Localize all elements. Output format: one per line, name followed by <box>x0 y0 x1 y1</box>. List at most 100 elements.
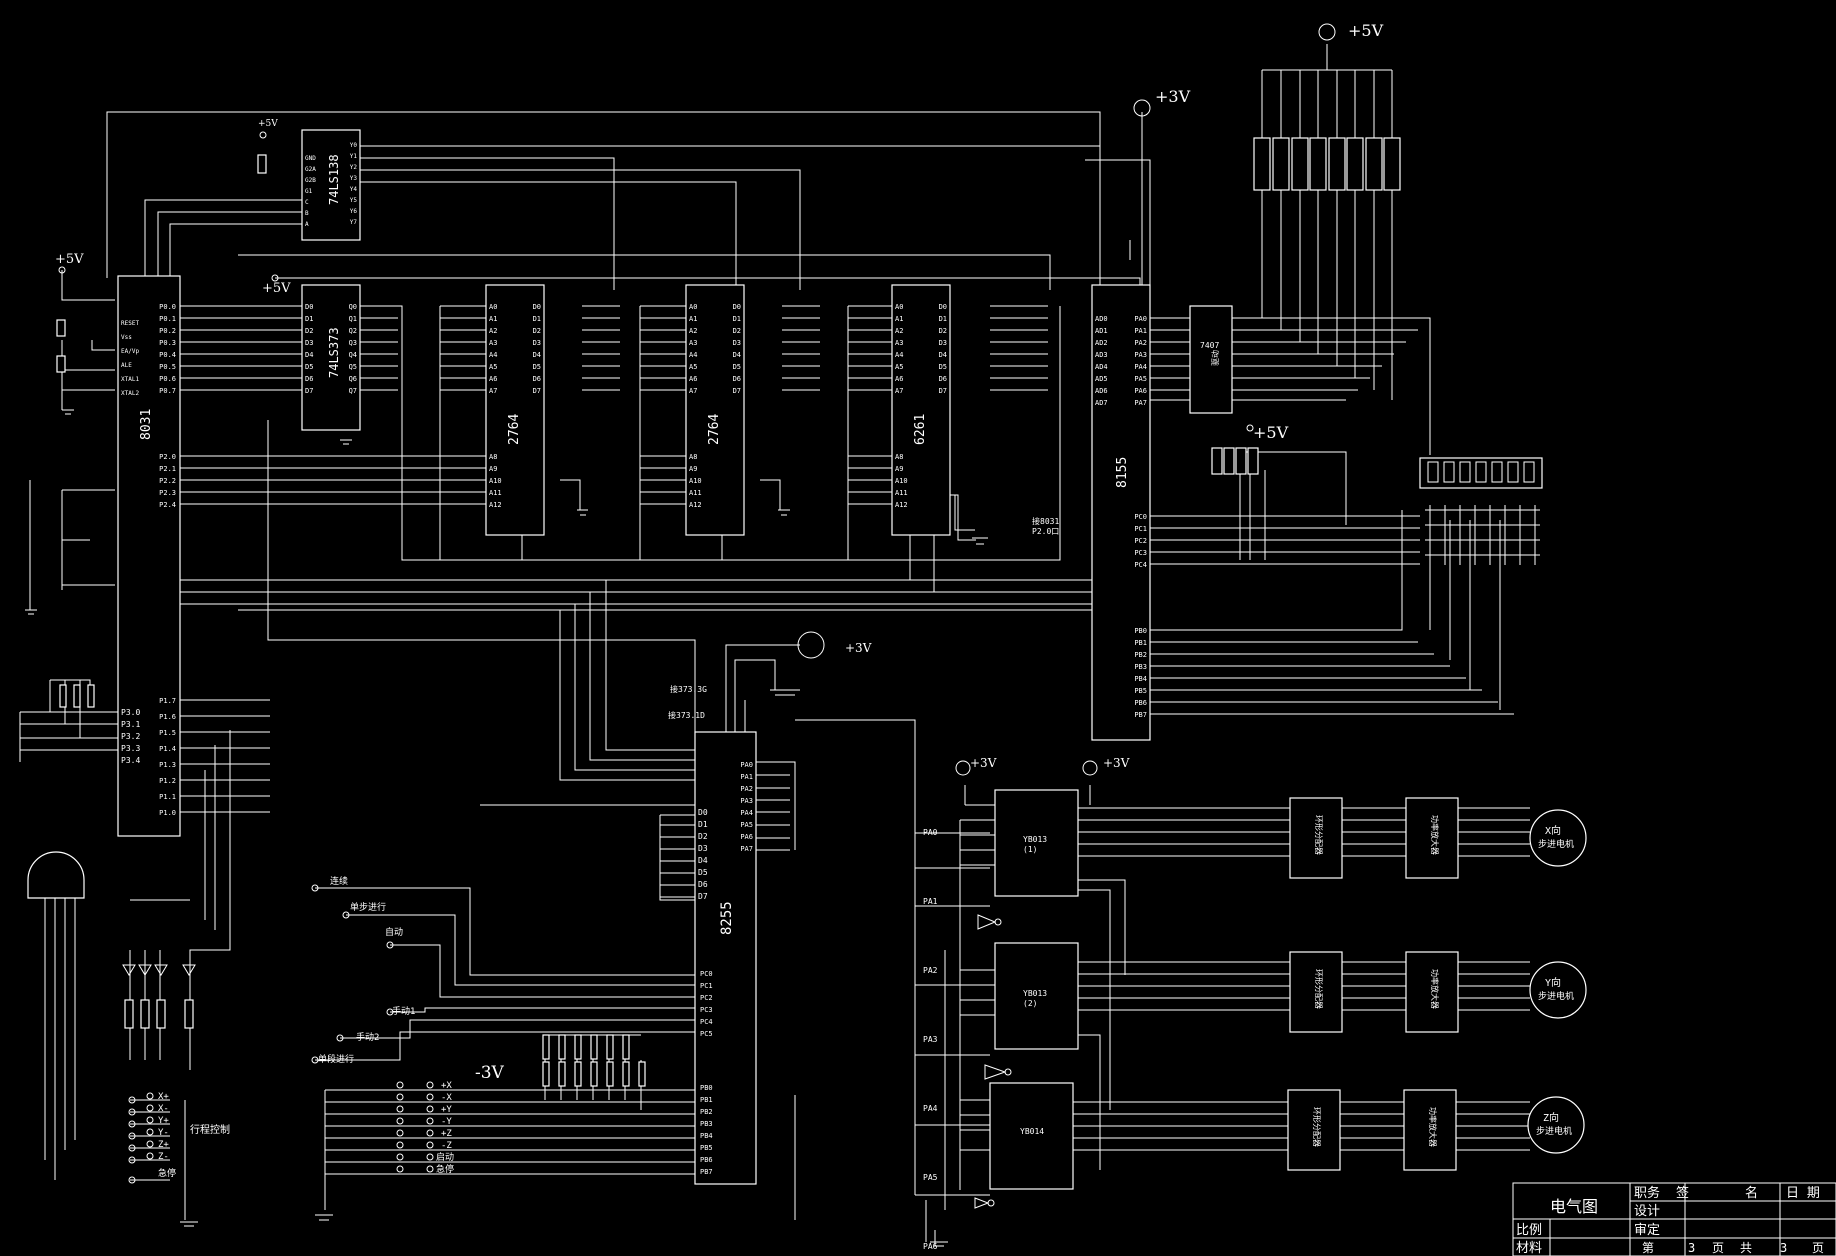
pin-8155-ad-7: AD7 <box>1095 399 1108 407</box>
label-ring-3: YB014 <box>1020 1127 1044 1136</box>
title-block: 电气图 职务 签 名 日 期 设计 审定 比例 材料 第 3 页 共 3 页 <box>1512 1182 1836 1256</box>
supply-3v-8255: +3V <box>845 641 872 655</box>
mode-single-segment: 单段进行 <box>318 1053 354 1065</box>
pin-2764a-alo-5: A5 <box>489 363 497 371</box>
motor-labels: X向 步进电机 Y向 步进电机 Z向 步进电机 环形分配器 环形分配器 环形分配… <box>1312 815 1574 1147</box>
pin-p1-0: P1.7 <box>159 697 176 705</box>
led-group <box>122 964 196 976</box>
pin-8031-misc-5: XTAL2 <box>121 390 139 397</box>
limit-xm: X- <box>158 1104 169 1114</box>
pin-8155-pb-1: PB1 <box>1134 639 1147 647</box>
chip-74ls373 <box>301 284 361 431</box>
pin-6261-d-0: D0 <box>939 303 947 311</box>
pin-373-d-0: D0 <box>305 303 313 311</box>
mode-switch-labels: 连续 单步进行 自动 手动1 手动2 单段进行 +X -X +Y -Y +Z -… <box>318 875 454 1175</box>
motor-x-name: 步进电机 <box>1538 838 1574 850</box>
pin-138-right-6: Y6 <box>350 208 358 215</box>
name-header: 名 <box>1745 1185 1758 1201</box>
pin-2764b-alo-6: A6 <box>689 375 697 383</box>
limit-zm: Z- <box>158 1152 169 1162</box>
pin-8255-d-0: D0 <box>698 808 708 817</box>
page-number: 3 <box>1688 1241 1695 1255</box>
pin-138-right-0: Y0 <box>350 142 358 149</box>
chip-ring-1 <box>994 789 1079 897</box>
pin-8255-pb-7: PB7 <box>700 1168 713 1176</box>
pin-8155-pc-4: PC4 <box>1134 561 1147 569</box>
mode-manual-1: 手动1 <box>392 1005 415 1017</box>
pin-138-right-3: Y3 <box>350 175 358 182</box>
limit-switch-labels: X+ X- Y+ Y- Z+ Z- 急停 行程控制 <box>158 1092 230 1179</box>
pb-label-2: +Y <box>441 1105 452 1115</box>
label-2764-a: 2764 <box>507 414 522 445</box>
pin-6261-ahi-4: A12 <box>895 501 908 509</box>
motor-y-name: 步进电机 <box>1538 990 1574 1002</box>
pin-8155-ad-1: AD1 <box>1095 327 1108 335</box>
pin-8155-pc-3: PC3 <box>1134 549 1147 557</box>
pin-2764a-alo-6: A6 <box>489 375 497 383</box>
label-7407-suffix: 驱动 <box>1210 350 1220 366</box>
pin-2764a-d-0: D0 <box>533 303 541 311</box>
pin-8155-ad-0: AD0 <box>1095 315 1108 323</box>
pin-2764b-alo-1: A1 <box>689 315 697 323</box>
pin-2764b-ahi-1: A9 <box>689 465 697 473</box>
pin-2764a-d-6: D6 <box>533 375 541 383</box>
page-unit: 页 <box>1712 1241 1724 1255</box>
limit-yp: Y+ <box>158 1116 169 1126</box>
supply-5v-cpu: +5V <box>55 252 84 267</box>
mode-continuous: 连续 <box>330 875 348 887</box>
mode-auto: 自动 <box>385 926 403 938</box>
pin-8255-pb-5: PB5 <box>700 1144 713 1152</box>
pin-2764b-ahi-3: A11 <box>689 489 702 497</box>
pin-373-d-4: D4 <box>305 351 313 359</box>
pin-8155-pa-5: PA5 <box>1134 375 1147 383</box>
pb-label-0: +X <box>441 1081 452 1091</box>
pin-8155-pb-6: PB6 <box>1134 699 1147 707</box>
pin-2764a-ahi-3: A11 <box>489 489 502 497</box>
pb-label-4: +Z <box>441 1129 452 1139</box>
pin-8255-pc-2: PC2 <box>700 994 713 1002</box>
pin-8255-pc-0: PC0 <box>700 970 713 978</box>
pin-138-right-1: Y1 <box>350 153 358 160</box>
pin-2764a-alo-7: A7 <box>489 387 497 395</box>
pin-8155-pb-3: PB3 <box>1134 663 1147 671</box>
pin-8255-pb-2: PB2 <box>700 1108 713 1116</box>
pin-6261-alo-0: A0 <box>895 303 903 311</box>
pin-2764b-ahi-2: A10 <box>689 477 702 485</box>
supply-5v-mid: +5V <box>1253 423 1289 442</box>
pin-6261-ahi-3: A11 <box>895 489 908 497</box>
pin-138-left-1: G2A <box>305 166 316 173</box>
pin-8155-pc-1: PC1 <box>1134 525 1147 533</box>
mode-single-step: 单步进行 <box>350 901 386 913</box>
pin-138-left-3: G1 <box>305 188 313 195</box>
pin-8155-pa-7: PA7 <box>1134 399 1147 407</box>
ring-y-label: 环形分配器 <box>1314 969 1323 1009</box>
supply-3v-ring1: +3V <box>970 756 997 770</box>
motor-y-axis: Y向 <box>1545 976 1561 989</box>
limit-zp: Z+ <box>158 1140 169 1150</box>
pin-373-d-5: D5 <box>305 363 313 371</box>
motor-x <box>1529 809 1587 867</box>
pin-8155-pa-4: PA4 <box>1134 363 1147 371</box>
pin-p1-7: P1.0 <box>159 809 176 817</box>
pin-2764b-alo-5: A5 <box>689 363 697 371</box>
pb-label-1: -X <box>441 1093 452 1103</box>
design-label: 设计 <box>1634 1204 1660 1219</box>
review-label: 审定 <box>1634 1223 1660 1238</box>
pin-2764a-alo-4: A4 <box>489 351 497 359</box>
pin-2764a-ahi-4: A12 <box>489 501 502 509</box>
pin-8255-pb-3: PB3 <box>700 1120 713 1128</box>
pin-2764a-alo-2: A2 <box>489 327 497 335</box>
pin-8155-pc-2: PC2 <box>1134 537 1147 545</box>
pin-2764a-d-3: D3 <box>533 339 541 347</box>
label-74ls138: 74LS138 <box>327 154 341 205</box>
chip-2764-a <box>485 284 545 536</box>
pin-8255-pc-4: PC4 <box>700 1018 713 1026</box>
amp-box-z <box>1403 1089 1457 1171</box>
pin-138-left-6: A <box>305 221 309 228</box>
drawing-title: 电气图 <box>1550 1197 1598 1216</box>
pin-8255-pb-6: PB6 <box>700 1156 713 1164</box>
pin-373-q-7: Q7 <box>349 387 357 395</box>
pin-8155-pb-4: PB4 <box>1134 675 1147 683</box>
pin-6261-alo-5: A5 <box>895 363 903 371</box>
pin-8155-ad-4: AD4 <box>1095 363 1108 371</box>
